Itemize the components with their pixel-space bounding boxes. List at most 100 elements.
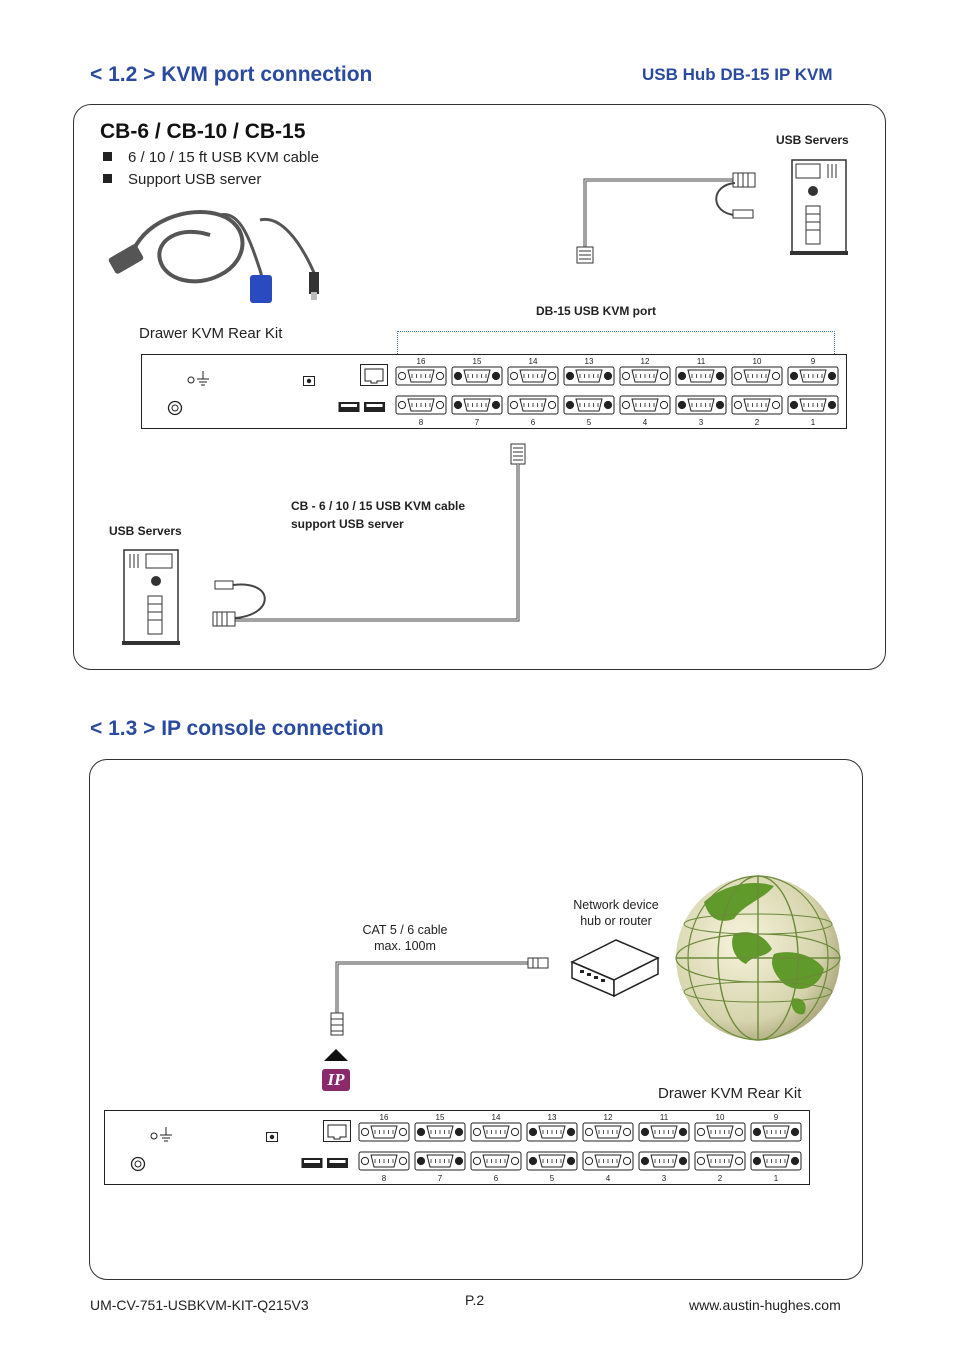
- db15-port: [694, 1151, 746, 1171]
- bullet-item: Support USB server: [103, 171, 261, 188]
- port-number-label: 10: [753, 357, 762, 366]
- port-number-label: 5: [587, 418, 592, 427]
- ground-icon: [150, 1127, 172, 1142]
- reset-switch-icon: [266, 1132, 278, 1142]
- lan-port-icon: [323, 1120, 351, 1142]
- db15-port: [638, 1151, 690, 1171]
- ip-console-connection-panel: [89, 759, 863, 1280]
- port-number-label: 5: [550, 1174, 555, 1183]
- port-number-label: 9: [774, 1113, 779, 1122]
- cat-network-cable: [330, 957, 549, 1036]
- network-router-icon: [570, 939, 660, 998]
- db15-port: [638, 1122, 690, 1142]
- cable-model-title: CB-6 / CB-10 / CB-15: [100, 120, 306, 143]
- ground-icon: [187, 371, 209, 386]
- hub-title: USB Hub DB-15 IP KVM: [642, 65, 833, 84]
- usb-kvm-cable-illustration: [108, 210, 319, 303]
- port-number-label: 2: [718, 1174, 723, 1183]
- port-number-label: 7: [438, 1174, 443, 1183]
- bullet-square-icon: [103, 152, 112, 161]
- db15-port: [414, 1122, 466, 1142]
- port-number-label: 13: [585, 357, 594, 366]
- db15-port: [750, 1122, 802, 1142]
- cat-cable-label: CAT 5 / 6 cable max. 100m: [362, 923, 448, 953]
- usb-port-pair-icon: [338, 402, 385, 412]
- website-url: www.austin-hughes.com: [689, 1297, 841, 1313]
- db15-port: [526, 1122, 578, 1142]
- power-jack-icon: [130, 1156, 146, 1172]
- port-number-label: 12: [641, 357, 650, 366]
- db15-port: [414, 1151, 466, 1171]
- usb-servers-bottom-label: USB Servers: [109, 524, 182, 538]
- port-number-label: 16: [417, 357, 426, 366]
- db15-port: [563, 366, 615, 386]
- usb-port-pair-icon: [301, 1158, 348, 1168]
- db15-port-label: DB-15 USB KVM port: [536, 304, 657, 318]
- db15-port: [619, 366, 671, 386]
- usb-kvm-cable-top: [576, 172, 756, 264]
- db15-port: [619, 395, 671, 415]
- kvm-port-connection-panel: [73, 104, 886, 670]
- db15-port: [451, 395, 503, 415]
- db15-port: [358, 1122, 410, 1142]
- network-device-label: Network device hub or router: [573, 898, 659, 928]
- section-1-3-title: < 1.3 > IP console connection: [90, 717, 384, 740]
- port-number-label: 14: [492, 1113, 501, 1122]
- port-number-label: 13: [548, 1113, 557, 1122]
- document-code: UM-CV-751-USBKVM-KIT-Q215V3: [90, 1297, 309, 1313]
- port-number-label: 4: [643, 418, 648, 427]
- port-number-label: 11: [697, 357, 706, 366]
- port-number-label: 1: [774, 1174, 779, 1183]
- db15-port: [787, 395, 839, 415]
- port-number-label: 15: [436, 1113, 445, 1122]
- db15-port: [358, 1151, 410, 1171]
- db15-port: [582, 1151, 634, 1171]
- power-jack-icon: [167, 400, 183, 416]
- db15-port: [694, 1122, 746, 1142]
- port-number-label: 10: [716, 1113, 725, 1122]
- port-number-label: 8: [419, 418, 424, 427]
- db15-port: [787, 366, 839, 386]
- drawer-kvm-rear-kit-label: Drawer KVM Rear Kit: [139, 325, 283, 342]
- port-number-label: 6: [531, 418, 536, 427]
- db15-port: [507, 366, 559, 386]
- db15-port: [675, 366, 727, 386]
- port-number-label: 3: [699, 418, 704, 427]
- db15-port: [395, 395, 447, 415]
- cable-support-label: CB - 6 / 10 / 15 USB KVM cable support U…: [291, 499, 466, 531]
- db15-port: [451, 366, 503, 386]
- db15-port: [750, 1151, 802, 1171]
- reset-switch-icon: [303, 376, 315, 386]
- usb-kvm-cable-bottom: [212, 443, 526, 627]
- port-number-label: 1: [811, 418, 816, 427]
- db15-port: [731, 366, 783, 386]
- db15-port: [395, 366, 447, 386]
- usb-server-tower-icon: [122, 549, 180, 645]
- db15-port-highlight-bracket: [397, 331, 835, 354]
- page-number: P.2: [465, 1292, 485, 1308]
- db15-port: [582, 1122, 634, 1142]
- port-number-label: 8: [382, 1174, 387, 1183]
- bullet-square-icon: [103, 174, 112, 183]
- db15-port: [470, 1151, 522, 1171]
- drawer-kvm-rear-kit-label: Drawer KVM Rear Kit: [658, 1085, 802, 1102]
- usb-server-tower-icon: [790, 159, 848, 255]
- port-number-label: 11: [660, 1113, 669, 1122]
- db15-port: [526, 1151, 578, 1171]
- bullet-item: 6 / 10 / 15 ft USB KVM cable: [103, 149, 319, 166]
- lan-port-icon: [360, 364, 388, 386]
- port-number-label: 12: [604, 1113, 613, 1122]
- db15-port: [563, 395, 615, 415]
- port-number-label: 4: [606, 1174, 611, 1183]
- port-number-label: 2: [755, 418, 760, 427]
- db15-port: [731, 395, 783, 415]
- port-number-label: 14: [529, 357, 538, 366]
- port-number-label: 3: [662, 1174, 667, 1183]
- db15-port: [675, 395, 727, 415]
- up-arrow-icon: [324, 1049, 348, 1061]
- section-1-2-title: < 1.2 > KVM port connection: [90, 63, 373, 86]
